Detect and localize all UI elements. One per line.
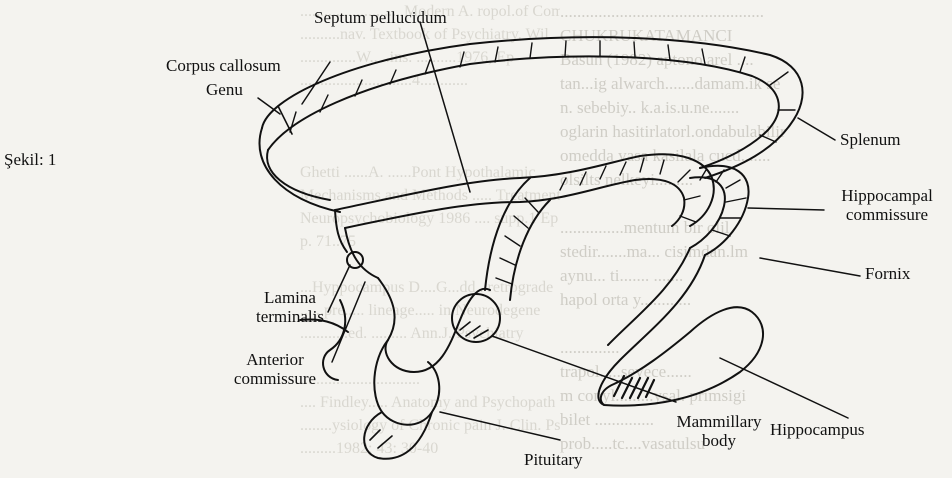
leader-splenum [798, 118, 835, 140]
leader-pituitary [440, 412, 560, 440]
label-pituitary: Pituitary [524, 450, 583, 469]
hypothalamus-outline [378, 278, 490, 372]
label-lamina-terminalis: Lamina terminalis [240, 288, 340, 326]
leader-corpus [302, 62, 330, 104]
label-splenum: Splenum [840, 130, 900, 149]
label-fornix: Fornix [865, 264, 910, 283]
label-hippocampus: Hippocampus [770, 420, 864, 439]
label-mammillary-body: Mammillary body [654, 412, 784, 450]
mammillary-body [452, 294, 500, 342]
fornix-inner [345, 179, 684, 228]
label-corpus-callosum: Corpus callosum [166, 56, 281, 75]
leader-hippocampus [720, 358, 848, 418]
genu-cross [278, 106, 292, 134]
pituitary-stalk [374, 340, 439, 425]
fornix-outer [335, 154, 714, 226]
leader-fornix [760, 258, 860, 276]
fornix-column-left [485, 178, 530, 290]
label-hippocampal-commissure: Hippocampal commissure [822, 186, 952, 224]
leader-hippo-comm [748, 208, 824, 210]
label-anterior-commissure: Anterior commissure [210, 350, 340, 388]
rostrum-curve [267, 150, 330, 200]
leader-lines [258, 62, 860, 440]
label-septum-pellucidum: Septum pellucidum [314, 8, 447, 27]
leader-mammillary [492, 336, 676, 402]
label-genu: Genu [206, 80, 243, 99]
figure-label: Şekil: 1 [4, 150, 56, 169]
fornix-column-right [510, 200, 550, 300]
